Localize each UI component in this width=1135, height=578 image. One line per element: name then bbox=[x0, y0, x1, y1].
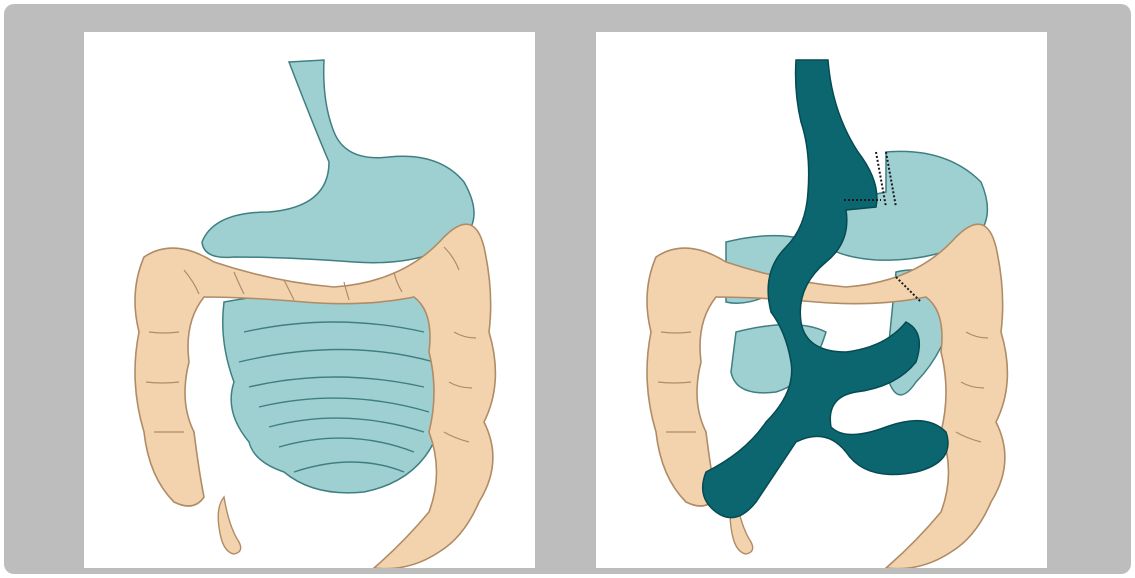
normal-anatomy-illustration bbox=[84, 32, 535, 568]
bypass-anatomy-illustration bbox=[596, 32, 1047, 568]
panel-bypass-anatomy bbox=[596, 32, 1047, 568]
appendix bbox=[218, 497, 240, 554]
stomach bbox=[202, 60, 474, 263]
panel-normal-anatomy bbox=[84, 32, 535, 568]
figure-frame bbox=[4, 4, 1131, 574]
